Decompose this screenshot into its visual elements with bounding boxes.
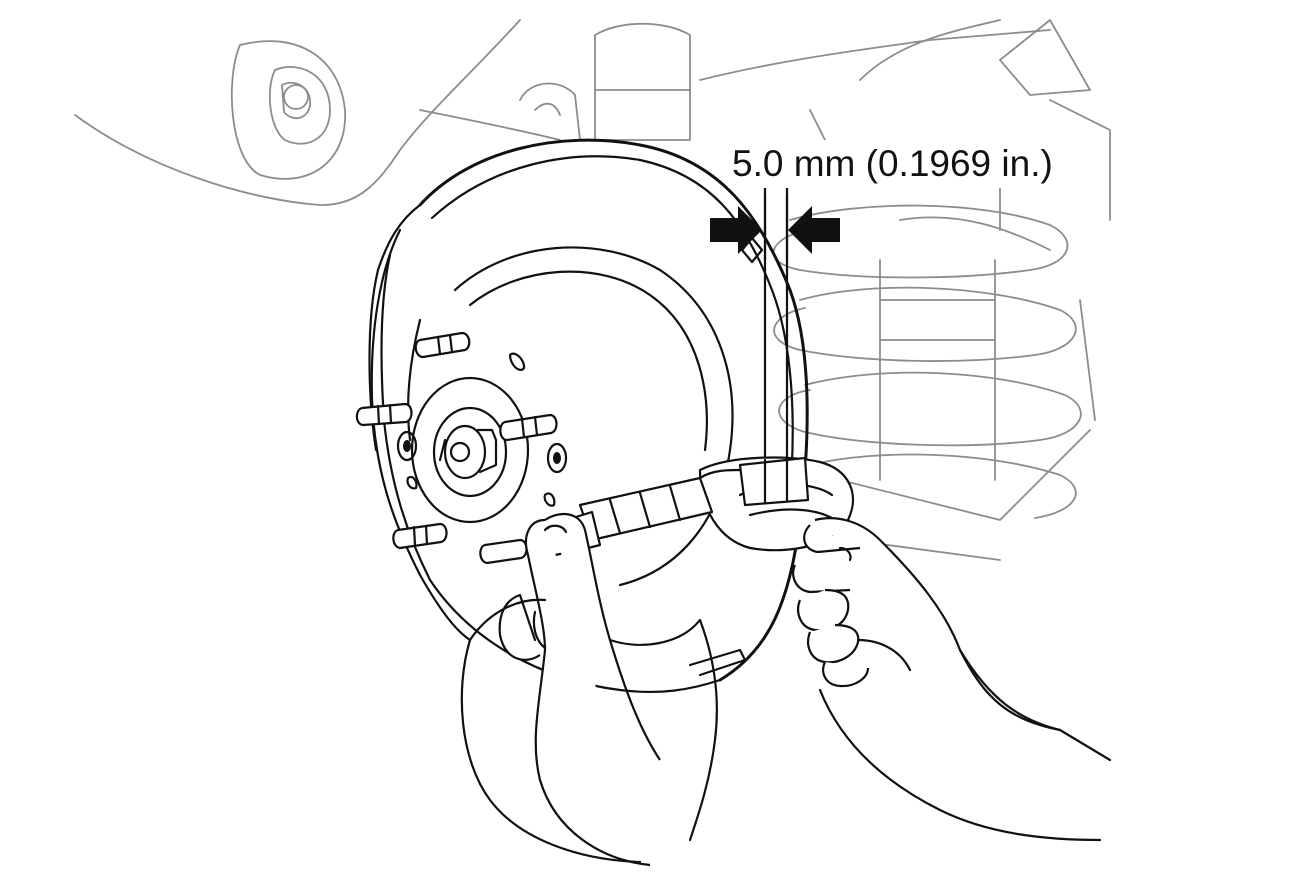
coil-spring [772,204,1096,561]
left-hand [460,512,718,867]
brake-disc [368,138,809,694]
thickness-measurement-label: 5.0 mm (0.1969 in.) [728,140,1057,188]
wheel-studs [355,331,558,565]
right-hand [792,517,1112,842]
vehicle-body-background [74,19,1111,251]
thickness-dimension [710,178,840,262]
left-arrow-icon [710,206,762,254]
wheel-hub [396,352,568,524]
right-arrow-icon [788,206,840,254]
